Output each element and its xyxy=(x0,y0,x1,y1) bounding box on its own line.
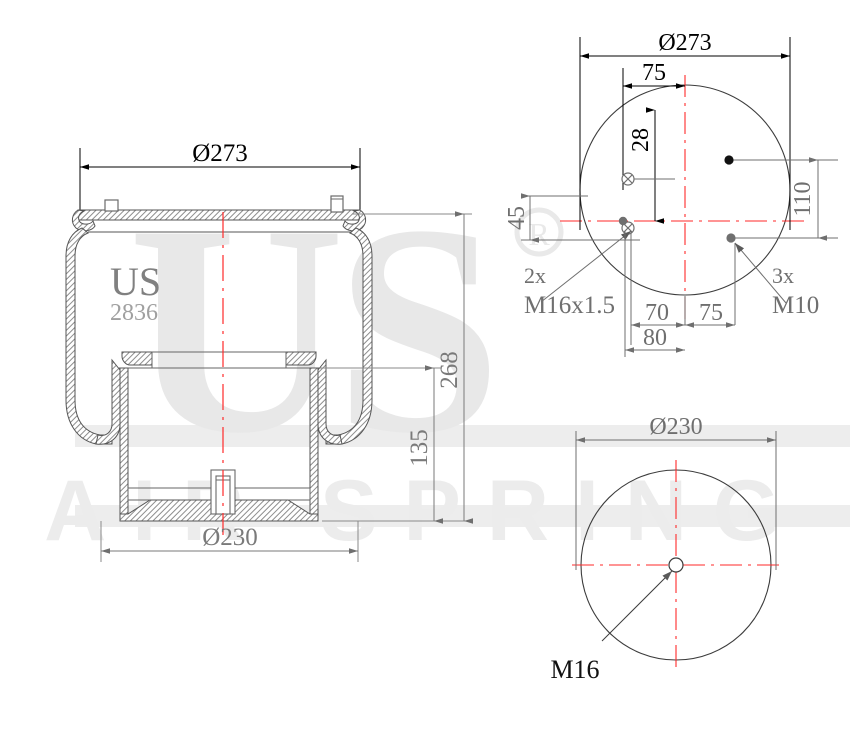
dim-label-dia273-topplate: Ø273 xyxy=(658,30,711,56)
dim-label-110: 110 xyxy=(790,181,816,216)
dim-label-dia273-front: Ø273 xyxy=(192,140,248,167)
bellows-lobe-left xyxy=(95,358,121,445)
piston-base-chamfer-right xyxy=(288,488,311,501)
dim-label-75-top: 75 xyxy=(642,60,666,86)
bellows-lobe-right xyxy=(317,358,343,445)
piston-wall-right xyxy=(309,367,319,521)
top-stud-square xyxy=(104,199,119,212)
dim-label-135: 135 xyxy=(406,429,433,467)
front-sectional-view: Ø273 xyxy=(65,140,473,562)
bead-crimp-left xyxy=(71,209,96,232)
piston-shoulder-left xyxy=(121,351,153,366)
stud-m10-lower-icon xyxy=(726,233,736,243)
leader-m10 xyxy=(734,242,787,304)
top-air-port-stud xyxy=(330,195,344,213)
bead-crimp-right xyxy=(342,209,367,232)
bellows-wall-right xyxy=(325,227,373,445)
hole-m16-upper-icon xyxy=(621,172,635,186)
leader-m16 xyxy=(540,230,632,303)
dim-label-28: 28 xyxy=(628,128,654,152)
bottom-piston-view: Ø230 M16 xyxy=(550,414,780,684)
piston-shoulder-right xyxy=(285,351,317,366)
callout-m16-thread: M16x1.5 xyxy=(524,292,615,319)
leader-m16-center xyxy=(601,570,673,642)
stud-m10-upper-icon xyxy=(724,155,734,165)
top-plate-section xyxy=(77,209,361,221)
callout-m16-center-label: M16 xyxy=(550,655,599,684)
piston-wall-left xyxy=(119,367,129,521)
dim-label-dia230-piston: Ø230 xyxy=(649,414,702,440)
callout-m10-count: 3x xyxy=(772,263,794,288)
dim-label-45: 45 xyxy=(504,206,530,230)
callout-m10-thread: M10 xyxy=(772,292,819,319)
callout-m16-count: 2x xyxy=(524,263,546,288)
product-brand-label: US xyxy=(110,259,161,304)
dim-label-80: 80 xyxy=(643,325,667,351)
dim-label-dia230-front: Ø230 xyxy=(202,524,258,551)
top-plate-view: Ø273 75 28 45 110 xyxy=(504,30,838,357)
dim-label-75-bottom: 75 xyxy=(699,300,723,326)
product-model-label: 2836 xyxy=(110,300,158,326)
dim-label-70: 70 xyxy=(645,300,669,326)
bellows-wall-left xyxy=(65,227,113,445)
stud-m10-left-icon xyxy=(618,216,628,226)
piston-base-chamfer-left xyxy=(127,488,150,501)
dim-label-268: 268 xyxy=(436,351,463,389)
center-hole-m16-icon xyxy=(668,557,684,573)
